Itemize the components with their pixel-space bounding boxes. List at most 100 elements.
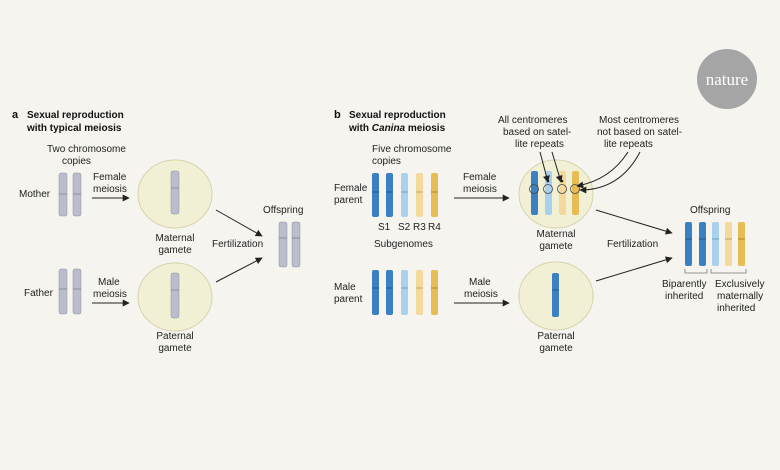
chromosome (170, 272, 180, 319)
exclusive-bracket (710, 269, 747, 274)
exclusive-label-1: Exclusively (715, 279, 764, 290)
panel-b-chromosome-label-1: Five chromosome (372, 144, 452, 155)
a-male-meiosis-2: meiosis (93, 289, 127, 300)
annotation-nonsatellite-1: Most centromeres (599, 115, 679, 126)
a-paternal-gamete-2: gamete (158, 343, 192, 354)
b-male-meiosis-1: Male (469, 277, 491, 288)
subgenome-label-s2: S2 (398, 222, 411, 233)
chromosome-s1 (531, 171, 538, 215)
a-maternal-gamete-1: Maternal (156, 233, 195, 244)
annotation-satellite-1: All centromeres (498, 115, 567, 126)
b-maternal-gamete-1: Maternal (537, 229, 576, 240)
chromosome (72, 172, 82, 217)
centromere-circle (557, 184, 567, 194)
b-offspring-chromosomes (685, 222, 745, 266)
chromosome-s2 (401, 270, 408, 315)
male-parent-chromosomes (372, 270, 438, 315)
a-male-meiosis-1: Male (98, 277, 120, 288)
mother-chromosomes (58, 172, 82, 217)
chromosome-r3 (725, 222, 732, 266)
panel-a-letter: a (12, 109, 19, 121)
nature-logo: nature (706, 70, 748, 89)
chromosome-r4 (738, 222, 745, 266)
biparently-label-1: Biparently (662, 279, 706, 290)
father-chromosomes (58, 268, 82, 315)
panel-a-chromosome-label-2: copies (62, 156, 91, 167)
a-offspring-label: Offspring (263, 205, 303, 216)
chromosome-s1 (372, 270, 379, 315)
b-female-meiosis-2: meiosis (463, 184, 497, 195)
panel-b-title-line2: with Canina meiosis (348, 123, 446, 134)
b-maternal-gamete-cell (518, 159, 594, 229)
male-parent-label-1: Male (334, 282, 356, 293)
chromosome-s1 (386, 173, 393, 217)
exclusive-label-2: maternally (717, 291, 763, 302)
chromosome (291, 221, 301, 268)
a-female-meiosis-2: meiosis (93, 184, 127, 195)
subgenome-label-r4: R4 (428, 222, 441, 233)
chromosome (170, 170, 180, 215)
centromere-circle (529, 184, 539, 194)
female-parent-chromosomes (372, 173, 438, 217)
b-male-meiosis-2: meiosis (464, 289, 498, 300)
chromosome (72, 268, 82, 315)
chromosome-s1 (552, 273, 559, 317)
chromosome (58, 172, 68, 217)
centromere-circle (543, 184, 553, 194)
chromosome-r4 (431, 173, 438, 217)
mother-label: Mother (19, 189, 51, 200)
chromosome (58, 268, 68, 315)
b-fertilization-arrow-top (595, 209, 673, 235)
chromosome-s2 (401, 173, 408, 217)
annotation-nonsatellite-3: lite repeats (604, 139, 653, 150)
annotation-satellite-arrow (551, 151, 563, 183)
b-maternal-gamete-2: gamete (539, 241, 573, 252)
logo-circle (697, 49, 757, 109)
a-fertilization-arrow-top (215, 209, 263, 237)
female-parent-label-2: parent (334, 195, 363, 206)
chromosome-s2 (712, 222, 719, 266)
subgenomes-label: Subgenomes (374, 239, 433, 250)
b-fertilization-arrow-bottom (595, 256, 673, 282)
b-fertilization-label: Fertilization (607, 239, 658, 250)
biparently-label-2: inherited (665, 291, 703, 302)
biparently-bracket (684, 269, 708, 274)
a-female-meiosis-1: Female (93, 172, 127, 183)
a-paternal-gamete-1: Paternal (156, 331, 193, 342)
father-label: Father (24, 288, 54, 299)
annotation-nonsatellite-2: not based on satel- (597, 127, 682, 138)
chromosome-r4 (431, 270, 438, 315)
subgenome-label-s1: S1 (378, 222, 391, 233)
chromosome-s1 (699, 222, 706, 266)
b-offspring-label: Offspring (690, 205, 730, 216)
panel-b-title-line1: Sexual reproduction (349, 110, 446, 121)
chromosome-s1 (372, 173, 379, 217)
panel-a-chromosome-label-1: Two chromosome (47, 144, 126, 155)
a-fertilization-label: Fertilization (212, 239, 263, 250)
a-offspring-chromosomes (278, 221, 301, 268)
panel-b-letter: b (334, 109, 341, 121)
b-paternal-gamete-1: Paternal (537, 331, 574, 342)
chromosome-s1 (386, 270, 393, 315)
annotation-nonsatellite-arrow (576, 151, 629, 189)
female-parent-label-1: Female (334, 183, 368, 194)
annotation-satellite-3: lite repeats (515, 139, 564, 150)
annotation-satellite-arrow (539, 151, 550, 183)
panel-b-chromosome-label-2: copies (372, 156, 401, 167)
subgenome-label-r3: R3 (413, 222, 426, 233)
annotation-satellite-2: based on satel- (503, 127, 571, 138)
chromosome-r3 (416, 270, 423, 315)
exclusive-label-3: inherited (717, 303, 755, 314)
b-female-meiosis-1: Female (463, 172, 497, 183)
panel-a-title-line2: with typical meiosis (26, 123, 122, 134)
annotation-nonsatellite-arrow (579, 151, 641, 194)
chromosome (278, 221, 288, 268)
chromosome-s1 (685, 222, 692, 266)
a-fertilization-arrow-bottom (215, 257, 263, 283)
male-parent-label-2: parent (334, 294, 363, 305)
panel-a-title-line1: Sexual reproduction (27, 110, 124, 121)
a-maternal-gamete-2: gamete (158, 245, 192, 256)
chromosome-r3 (416, 173, 423, 217)
